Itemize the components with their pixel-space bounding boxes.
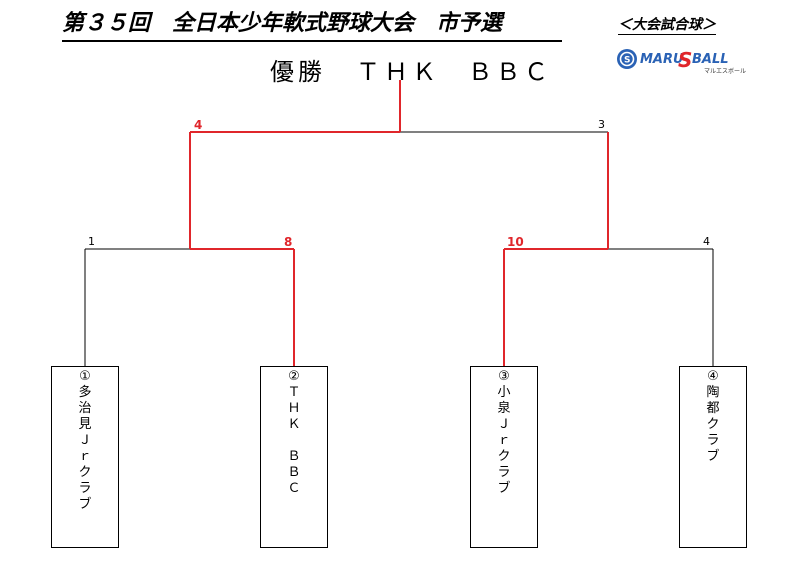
- team-char: 都: [706, 401, 720, 416]
- team-char: ク: [706, 417, 720, 432]
- team-char: 見: [78, 417, 92, 432]
- match-number-final: 3: [598, 118, 605, 131]
- svg-text:マルエスボール: マルエスボール: [704, 67, 746, 75]
- team-char: ｒ: [78, 449, 92, 464]
- team-char: 泉: [497, 401, 511, 416]
- team-char: 小: [497, 385, 511, 400]
- team-box-3: ③ 小 泉 Ｊ ｒ ク ラ ブ: [470, 366, 538, 548]
- score-final-left: 4: [194, 118, 203, 132]
- team-char: ラ: [497, 465, 511, 480]
- team-char: Ｈ: [287, 401, 301, 416]
- team-char: Ｊ: [497, 417, 511, 432]
- champion-line: 優勝 ＴＨＫ ＢＢＣ: [270, 52, 552, 87]
- team-char: Ｋ: [287, 417, 301, 432]
- team-name-1: ① 多 治 見 Ｊ ｒ ク ラ ブ: [52, 369, 118, 513]
- marus-ball-logo: S MARU S BALL マルエスボール: [617, 48, 746, 75]
- team-char: 多: [78, 385, 92, 400]
- team-seed: ④: [707, 369, 719, 384]
- team-char: Ｊ: [78, 433, 92, 448]
- score-semi-right-left: 10: [507, 235, 524, 249]
- team-name-3: ③ 小 泉 Ｊ ｒ ク ラ ブ: [471, 369, 537, 497]
- team-char: 治: [78, 401, 92, 416]
- team-box-4: ④ 陶 都 ク ラ ブ: [679, 366, 747, 548]
- svg-text:MARU: MARU: [640, 52, 684, 67]
- team-char: ラ: [78, 481, 92, 496]
- svg-text:S: S: [678, 48, 692, 72]
- team-seed: ③: [498, 369, 510, 384]
- svg-text:S: S: [624, 56, 630, 66]
- team-char: Ｃ: [287, 481, 301, 496]
- team-char: ク: [78, 465, 92, 480]
- team-box-2: ② Ｔ Ｈ Ｋ Ｂ Ｂ Ｃ: [260, 366, 328, 548]
- team-char: [261, 433, 327, 449]
- team-char: ラ: [706, 433, 720, 448]
- ball-note: ＜大会試合球＞: [618, 14, 716, 35]
- svg-text:BALL: BALL: [692, 52, 729, 67]
- team-char: ブ: [497, 481, 511, 496]
- champion-label: 優勝: [270, 58, 326, 86]
- team-name-4: ④ 陶 都 ク ラ ブ: [680, 369, 746, 465]
- match-number-semi-right: 4: [703, 235, 710, 248]
- page-title: 第３５回 全日本少年軟式野球大会 市予選: [62, 8, 562, 42]
- champion-team: ＴＨＫ ＢＢＣ: [356, 58, 552, 86]
- team-name-2: ② Ｔ Ｈ Ｋ Ｂ Ｂ Ｃ: [261, 369, 327, 497]
- team-char: Ｂ: [287, 449, 301, 464]
- team-box-1: ① 多 治 見 Ｊ ｒ ク ラ ブ: [51, 366, 119, 548]
- team-char: 陶: [706, 385, 720, 400]
- team-char: ｒ: [497, 433, 511, 448]
- team-seed: ②: [288, 369, 300, 384]
- team-char: Ｔ: [287, 385, 301, 400]
- team-char: ブ: [706, 449, 720, 464]
- team-char: Ｂ: [287, 465, 301, 480]
- match-number-semi-left: 1: [88, 235, 95, 248]
- team-char: ク: [497, 449, 511, 464]
- score-semi-left-right: 8: [284, 235, 293, 249]
- team-char: ブ: [78, 497, 92, 512]
- team-seed: ①: [79, 369, 91, 384]
